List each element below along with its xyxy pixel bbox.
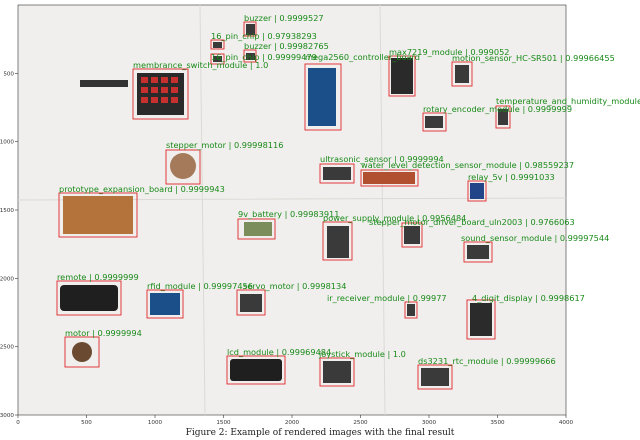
box-servo xyxy=(236,289,266,316)
x-tick-label: 4000 xyxy=(559,420,574,426)
box-buzzer-2 xyxy=(243,49,257,63)
label-buzzer-1: buzzer | 0.9999527 xyxy=(244,13,324,23)
label-servo: servo_motor | 0.9998134 xyxy=(243,281,346,291)
label-ds3231: ds3231_rtc_module | 0.99999666 xyxy=(418,356,556,366)
mega-board-object xyxy=(308,68,336,126)
box-power-supply xyxy=(322,221,353,261)
y-tick-label: 2000 xyxy=(0,276,14,282)
box-stepper-motor xyxy=(165,149,201,185)
label-stepper-motor: stepper_motor | 0.99998116 xyxy=(166,140,283,150)
box-4-digit-display xyxy=(466,299,496,340)
digit-display-object xyxy=(470,303,492,336)
box-buzzer-1 xyxy=(243,21,257,37)
y-tick-label: 500 xyxy=(3,71,14,77)
label-lcd: lcd_module | 0.99969484 xyxy=(227,347,331,357)
box-motor xyxy=(64,336,100,368)
stepper-motor-object xyxy=(170,153,196,179)
x-tick-label: 3000 xyxy=(422,420,437,426)
box-uln2003 xyxy=(401,222,423,248)
label-remote: remote | 0.9999999 xyxy=(57,272,139,282)
label-16-pin-chip-2: 16_pin_chip | 0.99999479 xyxy=(211,52,317,62)
label-temperature-humidity: temperature_and_humidity_module xyxy=(496,96,640,106)
prototype-board-object xyxy=(63,196,133,234)
detection-labels: buzzer | 0.9999527 16_pin_chip | 0.97938… xyxy=(57,13,640,366)
x-tick-label: 1500 xyxy=(216,420,231,426)
led-matrix-object xyxy=(391,58,413,94)
label-sound-sensor: sound_sensor_module | 0.99997544 xyxy=(461,233,609,243)
label-water-level: water_level_detection_sensor_module | 0.… xyxy=(361,160,574,170)
label-buzzer-2: buzzer | 0.99982765 xyxy=(244,41,329,51)
label-max7219: max7219_module | 0.999052 xyxy=(389,47,509,57)
y-axis-ticks: 500 1000 1500 2000 2500 3000 xyxy=(0,71,18,419)
lcd-object xyxy=(230,359,282,381)
box-sound-sensor xyxy=(463,241,493,263)
y-tick-label: 2500 xyxy=(0,345,14,351)
box-membrane-switch xyxy=(132,68,189,120)
box-rfid xyxy=(146,289,184,319)
keypad-object xyxy=(80,73,184,115)
box-relay xyxy=(467,180,487,202)
box-ir-receiver xyxy=(404,301,418,319)
label-4-digit-display: 4_digit_display | 0.9998617 xyxy=(472,293,585,303)
y-tick-label: 1000 xyxy=(0,140,14,146)
box-joystick xyxy=(319,357,355,387)
x-axis-ticks: 0 500 1000 1500 2000 2500 3000 3500 4000 xyxy=(16,415,574,426)
box-lcd xyxy=(226,355,286,385)
remote-object xyxy=(60,285,118,311)
x-tick-label: 2000 xyxy=(285,420,300,426)
label-rfid: rfid_module | 0.99997456 xyxy=(147,281,253,291)
sensor-objects xyxy=(72,24,508,386)
label-16-pin-chip-1: 16_pin_chip | 0.97938293 xyxy=(211,31,317,41)
x-tick-label: 500 xyxy=(81,420,92,426)
label-ir-receiver: ir_receiver_module | 0.99977 xyxy=(327,293,447,303)
box-16-pin-chip-1 xyxy=(210,39,225,50)
label-membrane-switch: membrance_switch_module | 1.0 xyxy=(133,60,268,70)
box-16-pin-chip-2 xyxy=(210,53,225,65)
label-joystick: joystick_module | 1.0 xyxy=(318,349,406,359)
box-motion-sensor xyxy=(451,61,473,87)
box-rotary-encoder xyxy=(422,112,447,132)
x-tick-label: 0 xyxy=(16,420,20,426)
figure-caption: Figure 2: Example of rendered images wit… xyxy=(185,428,455,438)
label-mega2560: mega2560_controller_board xyxy=(305,52,420,62)
label-motion-sensor: motion_sensor_HC-SR501 | 0.99966455 xyxy=(452,53,615,63)
box-remote xyxy=(56,280,122,316)
y-tick-label: 1500 xyxy=(0,208,14,214)
box-temperature-humidity xyxy=(495,105,511,129)
x-tick-label: 3500 xyxy=(490,420,505,426)
box-prototype-board xyxy=(58,192,138,238)
box-9v-battery xyxy=(237,218,276,240)
label-power-supply: power_supply_module | 0.9956484 xyxy=(323,213,466,223)
y-tick-label: 3000 xyxy=(0,413,14,419)
box-ds3231 xyxy=(417,364,453,390)
label-ultrasonic: ultrasonic_sensor | 0.9999994 xyxy=(320,154,444,164)
label-prototype-board: prototype_expansion_board | 0.9999943 xyxy=(59,184,225,194)
box-ultrasonic xyxy=(319,163,355,184)
label-uln2003: stepper_motor_driver_board_uln2003 | 0.9… xyxy=(369,217,575,227)
x-tick-label: 1000 xyxy=(148,420,163,426)
box-water-level xyxy=(360,169,419,187)
detection-boxes xyxy=(56,21,511,390)
label-relay: relay_5v | 0.9991033 xyxy=(468,172,555,182)
label-9v-battery: 9v_battery | 0.99983911 xyxy=(238,209,339,219)
label-rotary-encoder: rotary_encoder_module | 0.9999999 xyxy=(423,104,572,114)
label-motor: motor | 0.9999994 xyxy=(65,328,142,338)
box-max7219 xyxy=(388,55,416,97)
box-mega2560 xyxy=(304,63,342,131)
x-tick-label: 2500 xyxy=(353,420,368,426)
